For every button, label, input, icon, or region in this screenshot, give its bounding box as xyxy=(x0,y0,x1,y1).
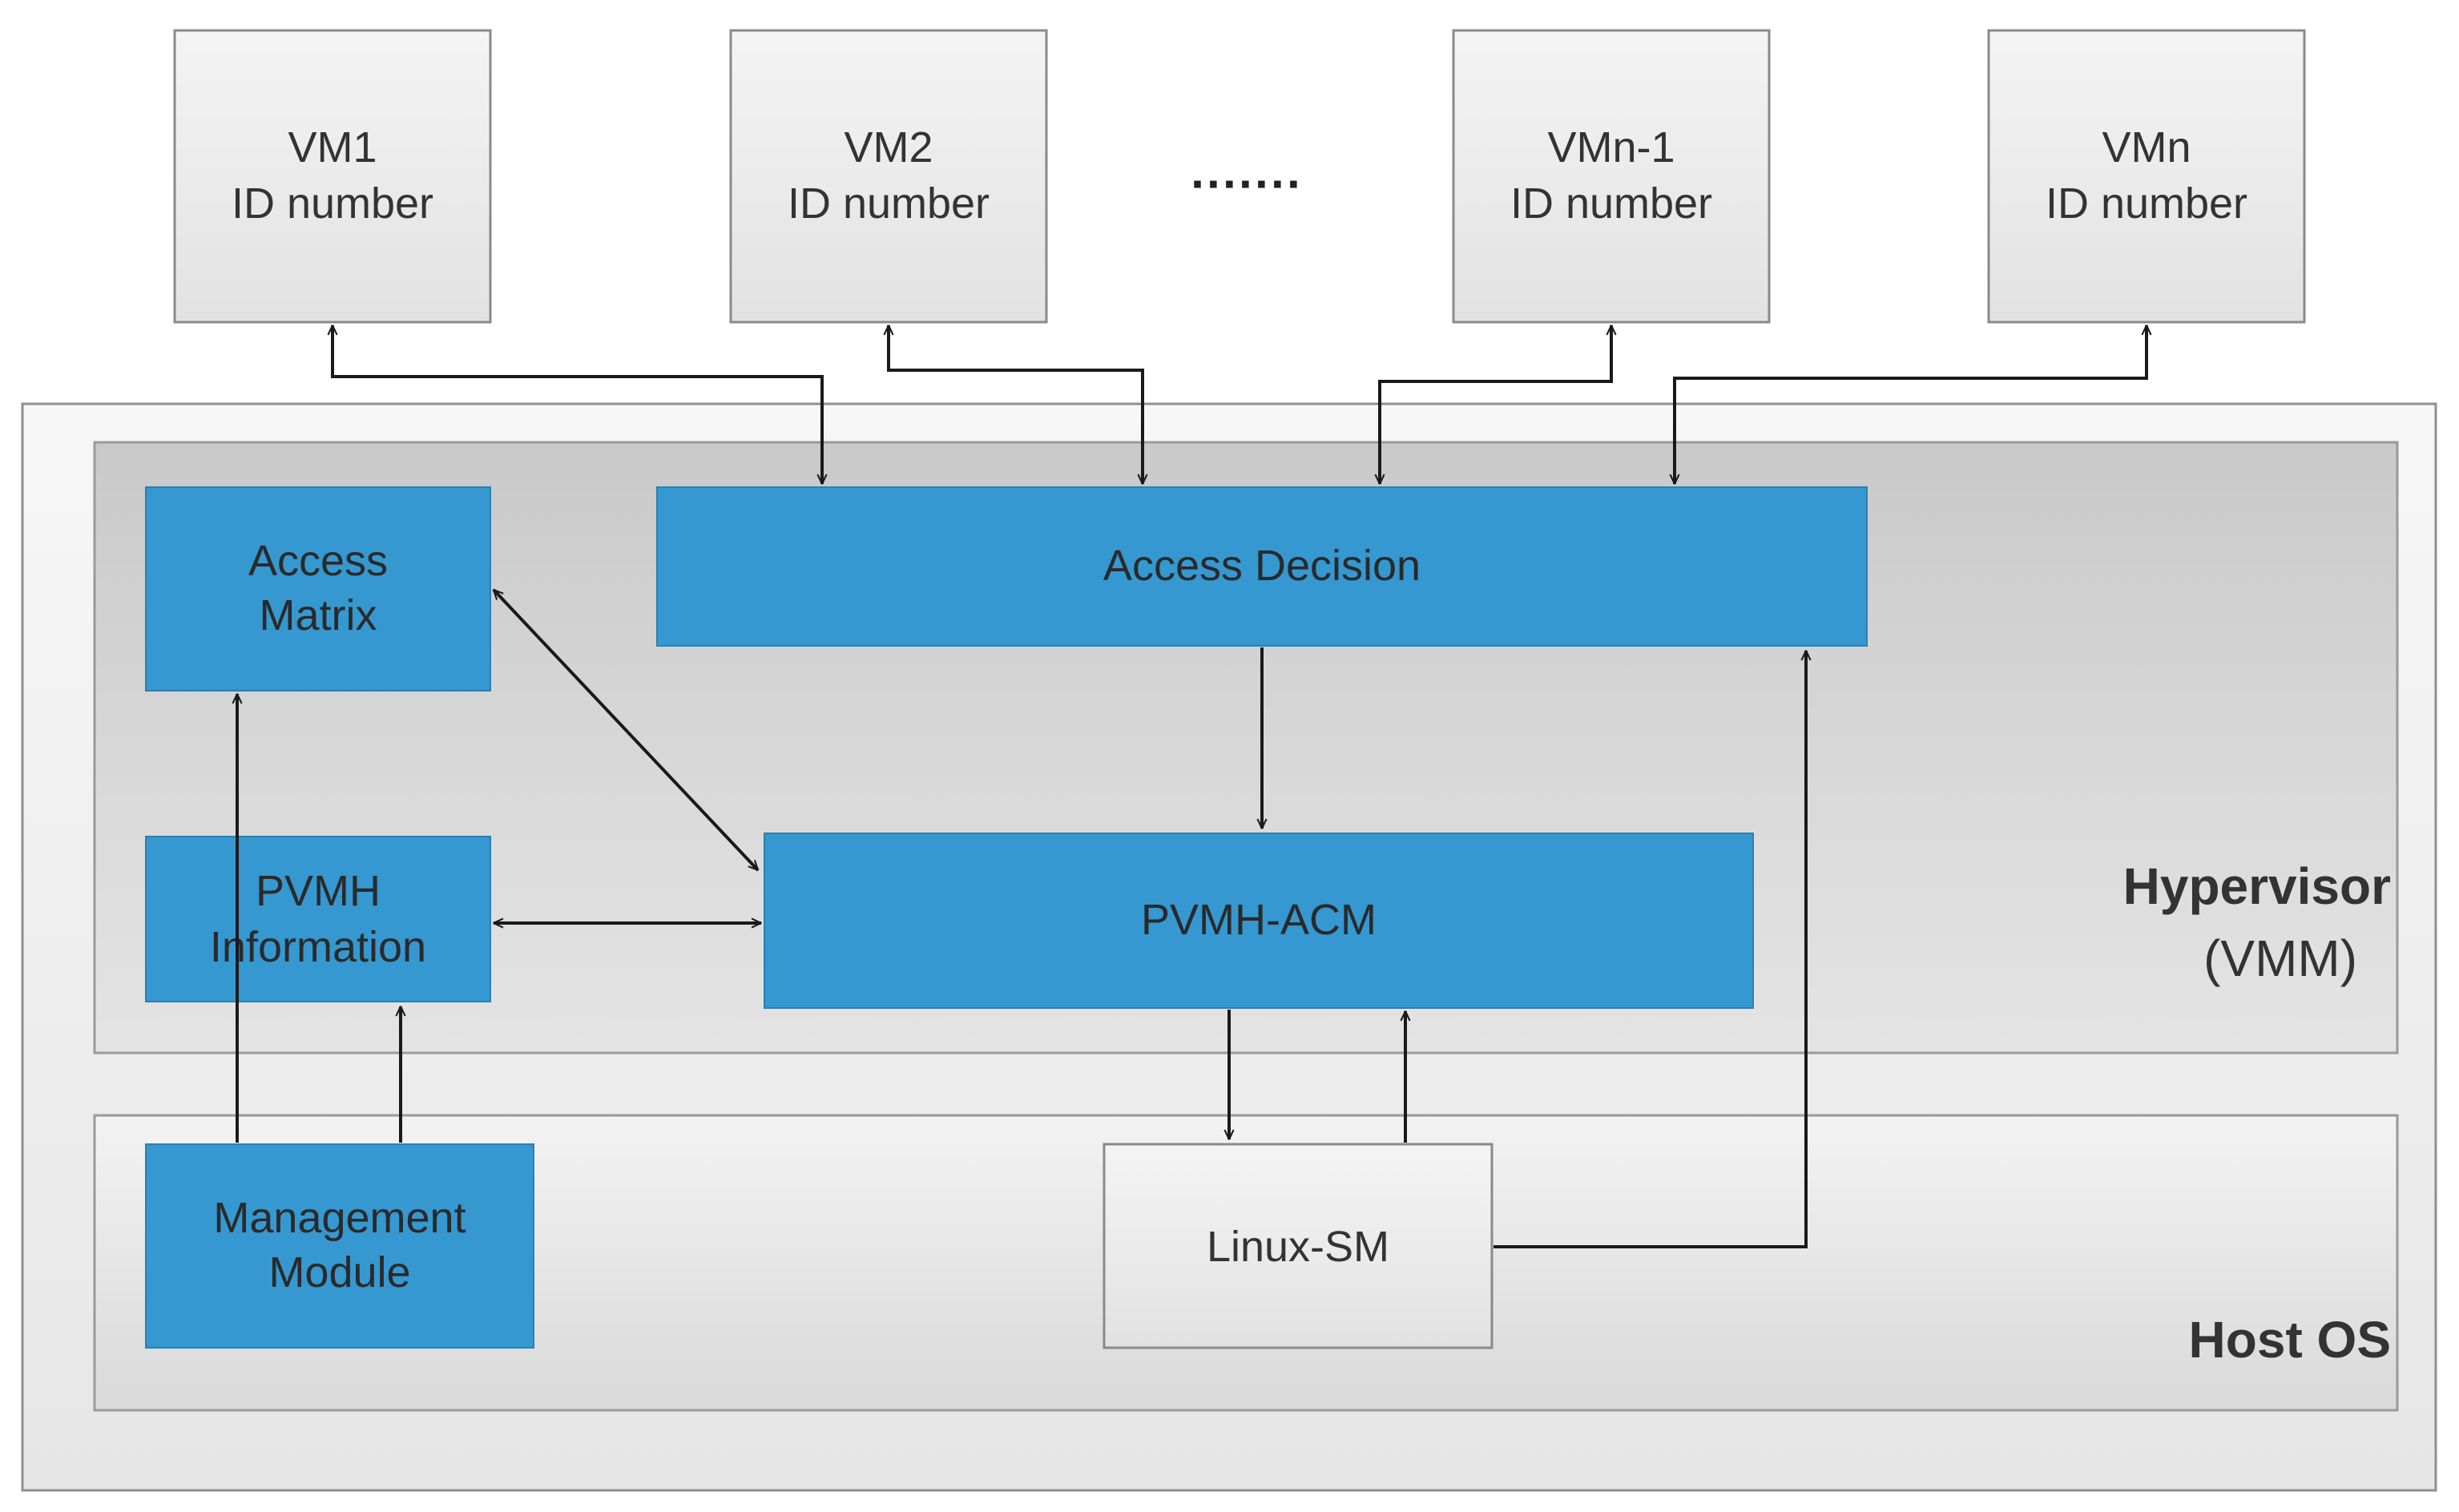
vm-id-label: ID number xyxy=(2046,179,2247,228)
vm1-access-decision-connector xyxy=(333,325,822,484)
pvmh-information-box: PVMH Information xyxy=(145,836,491,1002)
vm-id-label: ID number xyxy=(788,179,990,228)
access-matrix-line1: Access xyxy=(248,537,388,585)
vm-box-1: VM1 ID number xyxy=(173,29,492,324)
pvmh-acm-label: PVMH-ACM xyxy=(1141,896,1377,944)
vmn-access-decision-connector xyxy=(1675,325,2147,484)
vm-name: VM1 xyxy=(288,123,377,171)
vmn-minus-1-access-decision-connector xyxy=(1380,325,1611,484)
pvmh-information-line2: Information xyxy=(210,923,426,971)
access-matrix-line2: Matrix xyxy=(260,591,377,639)
host-os-title: Host OS xyxy=(2189,1311,2391,1369)
vm-name: VM2 xyxy=(844,123,933,171)
vm2-access-decision-connector xyxy=(889,325,1143,484)
pvmh-information-line1: PVMH xyxy=(256,867,381,915)
vm-box-n: VMn ID number xyxy=(1987,29,2306,324)
pvmh-acm-box: PVMH-ACM xyxy=(764,833,1754,1009)
access-decision-box: Access Decision xyxy=(656,486,1868,647)
management-module-box: Management Module xyxy=(145,1143,534,1349)
linux-sm-to-access-decision-connector xyxy=(1494,651,1806,1248)
hypervisor-subtitle: (VMM) xyxy=(2203,929,2357,987)
management-module-line1: Management xyxy=(213,1194,466,1242)
management-module-line2: Module xyxy=(268,1248,410,1296)
vm-name: VMn-1 xyxy=(1547,123,1675,171)
vm-box-n-minus-1: VMn-1 ID number xyxy=(1452,29,1771,324)
access-decision-label: Access Decision xyxy=(1103,542,1421,590)
vm-ellipsis: ······· xyxy=(1191,157,1303,211)
access-matrix-pvmh-acm-connector xyxy=(494,590,758,870)
vm-id-label: ID number xyxy=(1510,179,1712,228)
hypervisor-title: Hypervisor xyxy=(2123,857,2391,915)
linux-sm-label: Linux-SM xyxy=(1207,1223,1389,1271)
access-matrix-box: Access Matrix xyxy=(145,486,491,691)
linux-sm-box: Linux-SM xyxy=(1103,1143,1494,1349)
vm-id-label: ID number xyxy=(232,179,433,228)
vm-name: VMn xyxy=(2102,123,2191,171)
vm-box-2: VM2 ID number xyxy=(729,29,1048,324)
